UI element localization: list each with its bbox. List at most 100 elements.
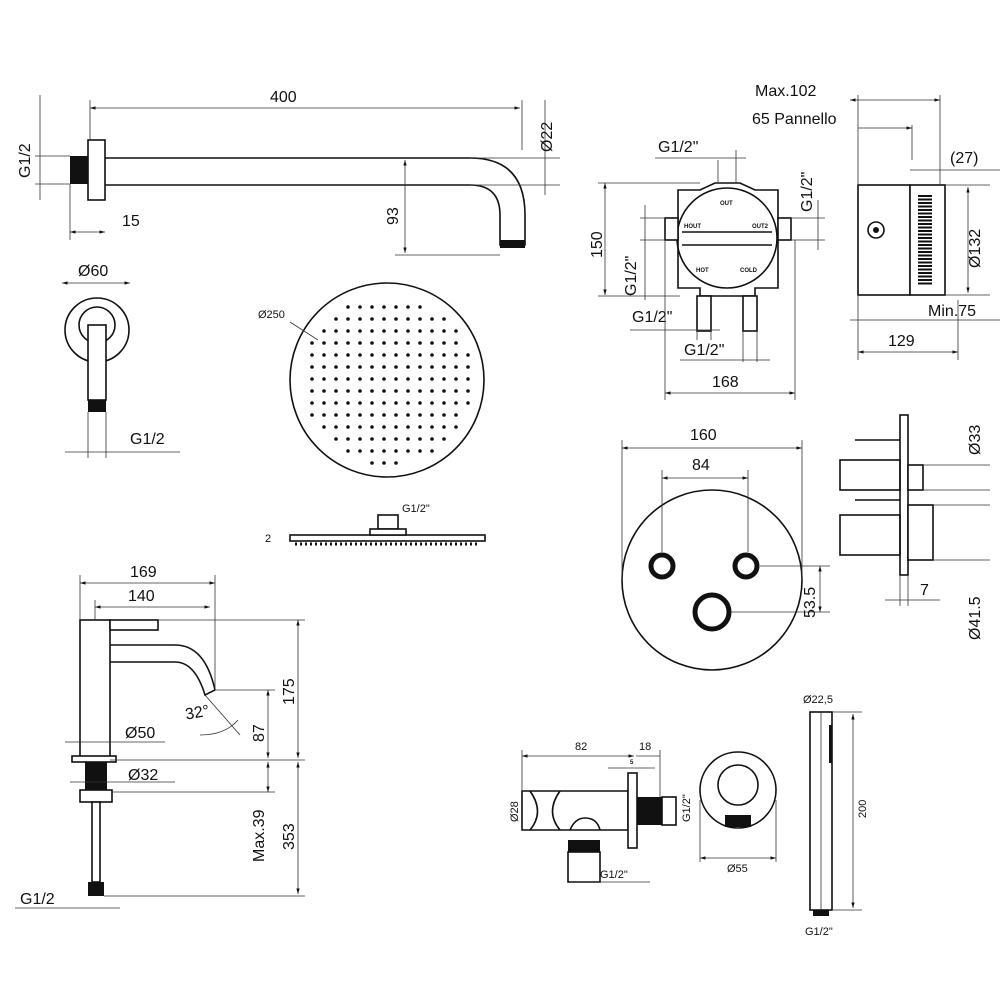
port-cold: COLD (740, 268, 758, 274)
mixer-height: 175 (281, 678, 298, 705)
knob-height: 53.5 (802, 587, 819, 618)
nozzle-dot (358, 317, 362, 321)
nozzle-dot (406, 305, 410, 309)
nozzle-dot (466, 377, 470, 381)
nozzle-dot (370, 377, 374, 381)
nozzle-dot (454, 401, 458, 405)
mixer-spout: 140 (128, 588, 155, 605)
nozzle-dot (394, 305, 398, 309)
nozzle-dot (442, 437, 446, 441)
flange-depth: 15 (122, 213, 140, 230)
nozzle-dots (310, 305, 470, 465)
concealed-box-side: Max.102 65 Pannello (27) Ø132 Min.75 129 (752, 83, 1000, 360)
nozzle-dot (418, 401, 422, 405)
nozzle-dot (370, 449, 374, 453)
nozzle-dot (382, 377, 386, 381)
nozzle-dot (394, 389, 398, 393)
nozzle-dot (418, 425, 422, 429)
nozzle-dot (346, 305, 350, 309)
nozzle-dot (442, 425, 446, 429)
nozzle-dot (382, 461, 386, 465)
nozzle-dot (454, 389, 458, 393)
max-thickness: Max.39 (251, 809, 268, 862)
hand-thread: G1/2" (805, 926, 833, 938)
nozzle-dot (358, 353, 362, 357)
nozzle-dot (346, 437, 350, 441)
nozzle-dot (442, 413, 446, 417)
nozzle-dot (382, 329, 386, 333)
nozzle-dot (466, 401, 470, 405)
nozzle-dot (370, 341, 374, 345)
nozzle-dot (346, 425, 350, 429)
nozzle-dot (406, 449, 410, 453)
nozzle-dot (334, 341, 338, 345)
outlet-diameter: Ø55 (727, 863, 748, 875)
mixer-d2: Ø41.5 (967, 596, 984, 640)
nozzle-dot (322, 365, 326, 369)
nozzle-dot (406, 413, 410, 417)
nozzle-dot (418, 437, 422, 441)
mixer-depth: 7 (920, 582, 929, 599)
nozzle-dot (310, 401, 314, 405)
nozzle-dot (370, 365, 374, 369)
hand-diameter: Ø22,5 (803, 694, 833, 706)
basin-mixer: 169 140 32° 87 175 Ø50 Ø32 Max.39 353 G1… (15, 564, 305, 909)
nozzle-dot (346, 317, 350, 321)
nozzle-dot (454, 413, 458, 417)
elbow-diameter: Ø60 (78, 263, 108, 280)
nozzle-dot (418, 449, 422, 453)
nozzle-dot (370, 425, 374, 429)
arm-length: 400 (270, 89, 297, 106)
mixer-side-view: Ø33 Ø41.5 7 (839, 414, 990, 640)
nozzle-dot (418, 305, 422, 309)
nozzle-dot (454, 365, 458, 369)
nozzle-dot (370, 437, 374, 441)
nozzle-dot (322, 425, 326, 429)
nozzle-dot (382, 353, 386, 357)
nozzle-dot (358, 449, 362, 453)
nozzle-dot (394, 329, 398, 333)
nozzle-dot (394, 401, 398, 405)
plate-diameter: 160 (690, 427, 717, 444)
nozzle-dot (370, 353, 374, 357)
holder-gap: 5 (630, 760, 634, 766)
nozzle-dot (370, 305, 374, 309)
nozzle-dot (346, 365, 350, 369)
nozzle-dot (370, 413, 374, 417)
nozzle-dot (346, 329, 350, 333)
nozzle-dot (358, 389, 362, 393)
holder-thread-in: G1/2" (600, 869, 628, 881)
port-out2: OUT2 (752, 224, 769, 230)
nozzle-dot (394, 449, 398, 453)
nozzle-dot (382, 413, 386, 417)
wall-outlet: Ø55 (699, 751, 777, 875)
nozzle-dot (406, 341, 410, 345)
box-thread-right: G1/2" (799, 172, 816, 212)
nozzle-dot (334, 413, 338, 417)
arm-drop: 93 (385, 207, 402, 225)
nozzle-dot (310, 413, 314, 417)
nozzle-dot (430, 329, 434, 333)
nozzle-dot (406, 353, 410, 357)
box-diameter: Ø132 (967, 229, 984, 268)
nozzle-dot (310, 341, 314, 345)
nozzle-dot (394, 365, 398, 369)
box-thread-bottom-1: G1/2" (632, 309, 672, 326)
nozzle-dot (454, 425, 458, 429)
nozzle-dot (442, 353, 446, 357)
nozzle-dot (418, 329, 422, 333)
nozzle-dot (382, 365, 386, 369)
nozzle-dot (406, 365, 410, 369)
nozzle-dot (430, 353, 434, 357)
nozzle-dot (454, 341, 458, 345)
nozzle-dot (418, 413, 422, 417)
head-diameter: Ø250 (258, 309, 285, 321)
nozzle-dot (358, 425, 362, 429)
nozzle-dot (334, 353, 338, 357)
nozzle-dot (322, 377, 326, 381)
nozzle-dot (322, 389, 326, 393)
arm-thread: G1/2 (17, 143, 34, 178)
nozzle-dot (394, 341, 398, 345)
nozzle-dot (358, 377, 362, 381)
nozzle-dot (430, 341, 434, 345)
